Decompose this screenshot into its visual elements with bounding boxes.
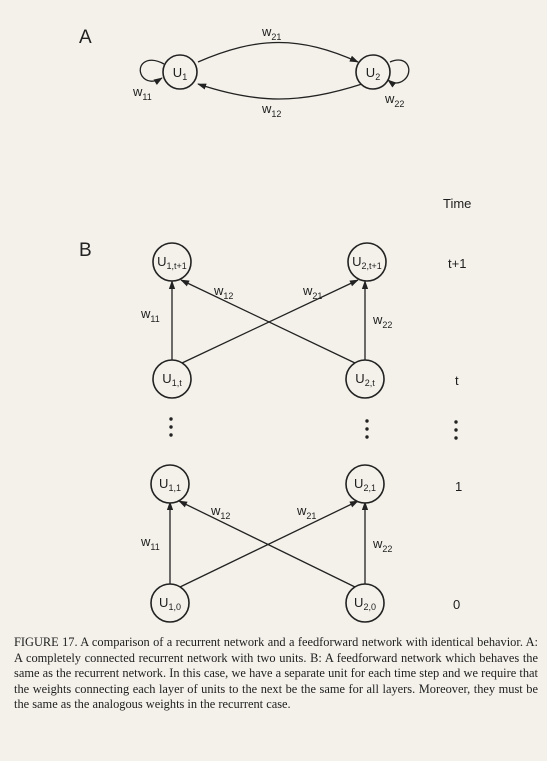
weight-label-a-w12: w12 [261,101,281,119]
weight-label-b-upper-w22: w22 [372,312,392,330]
time-label-1: 1 [455,479,462,494]
svg-text:U2,t: U2,t [355,371,375,388]
node-u2-t: U2,t [345,359,385,399]
node-u1-0: U1,0 [150,583,190,623]
weight-label-b-lower-w12: w12 [210,503,230,521]
svg-text:U1,t+1: U1,t+1 [157,254,187,271]
svg-text:U1,t: U1,t [162,371,182,388]
ellipsis-time [454,420,458,440]
weight-label-a-w11: w11 [132,84,152,102]
node-u1-t-plus-1: U1,t+1 [152,242,192,282]
time-label-t: t [455,373,459,388]
edge-a-w11-loop [139,59,165,85]
svg-text:U2,0: U2,0 [354,595,376,612]
edge-b-upper-w21 [181,279,359,364]
ellipsis-u2 [365,419,369,439]
figure-caption: FIGURE 17. A comparison of a recurrent n… [14,635,538,712]
edge-a-w22-loop [387,59,410,88]
node-u2: U2 [355,54,391,90]
node-u1-1: U1,1 [150,464,190,504]
ellipsis-u1 [169,417,173,437]
time-label-0: 0 [453,597,460,612]
edge-b-lower-w12 [178,500,356,588]
weight-label-a-w21: w21 [261,24,281,42]
svg-text:U2,1: U2,1 [354,476,376,493]
panel-b-label: B [79,240,92,261]
node-u2-1: U2,1 [345,464,385,504]
time-header: Time [443,196,471,211]
weight-label-a-w22: w22 [384,91,404,109]
svg-text:U1,0: U1,0 [159,595,181,612]
svg-text:U1,1: U1,1 [159,476,181,493]
node-u2-0: U2,0 [345,583,385,623]
weight-label-b-lower-w21: w21 [296,503,316,521]
weight-label-b-upper-w21: w21 [302,283,322,301]
network-diagram: A U1 U2 w21 w12 w11 w22 B Time t+1 t 1 0… [79,24,471,623]
edge-a-w12 [197,83,363,100]
time-label-t-plus-1: t+1 [448,256,466,271]
weight-label-b-upper-w12: w12 [213,283,233,301]
node-u2-t-plus-1: U2,t+1 [347,242,387,282]
edge-a-w21 [197,41,359,63]
edge-b-lower-w21 [179,500,359,588]
svg-text:U2: U2 [366,65,380,82]
weight-label-b-upper-w11: w11 [140,306,160,324]
svg-text:U2,t+1: U2,t+1 [352,254,382,271]
svg-text:U1: U1 [173,65,187,82]
weight-label-b-lower-w11: w11 [140,534,160,552]
node-u1: U1 [162,54,198,90]
node-u1-t: U1,t [152,359,192,399]
panel-a-label: A [79,27,92,48]
weight-label-b-lower-w22: w22 [372,536,392,554]
edge-b-upper-w12 [180,279,356,364]
